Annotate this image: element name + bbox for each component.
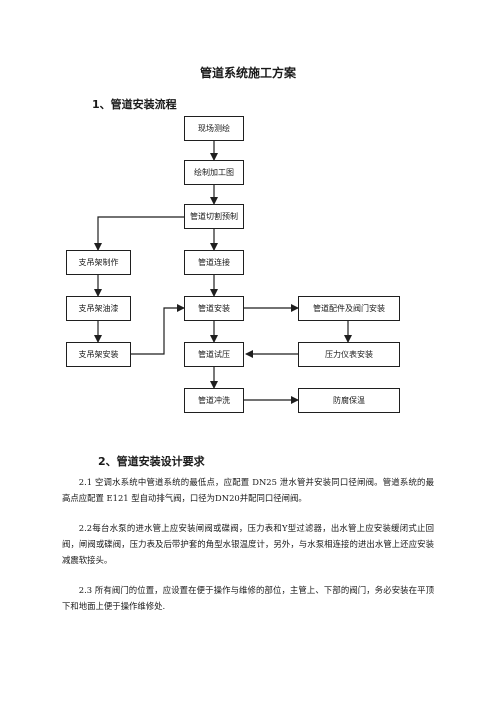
step-support-paint: 支吊架油漆 [66, 296, 131, 321]
section-heading-requirements: 2、管道安装设计要求 [98, 455, 205, 468]
step-cut: 管道切割预制 [184, 204, 244, 229]
page-title: 管道系统施工方案 [199, 66, 296, 80]
step-connect: 管道连接 [184, 250, 244, 275]
step-drawing: 绘制加工图 [184, 160, 244, 185]
step-flush: 管道冲洗 [184, 388, 244, 413]
step-pressure-test: 管道试压 [184, 342, 244, 367]
step-gauge: 压力仪表安装 [298, 342, 400, 367]
step-insulation: 防腐保温 [298, 388, 400, 413]
flowchart-connectors [94, 141, 352, 404]
step-install: 管道安装 [184, 296, 244, 321]
arrow-support-to-pipe [131, 304, 185, 355]
paragraph-2-1: 2.1 空调水系统中管道系统的最低点，应配置 DN25 泄水管并安装同口径闸阀。… [62, 477, 434, 503]
installation-flowchart: 现场测绘 绘制加工图 管道切割预制 支吊架制作 管道连接 支吊架油漆 管道安装 … [66, 116, 400, 413]
paragraph-2-2: 2.2每台水泵的进水管上应安装闸阀或碟阀，压力表和Y型过滤器，出水管上应安装缓闭… [62, 523, 434, 565]
step-support-make: 支吊架制作 [66, 250, 131, 275]
paragraph-2-3: 2.3 所有阀门的位置，应设置在便于操作与维修的部位，主管上、下部的阀门，务必安… [62, 585, 434, 611]
section-heading-flow: 1、管道安装流程 [92, 98, 177, 111]
arrow-cut-support [94, 216, 184, 251]
step-support-install: 支吊架安装 [66, 342, 131, 367]
step-fittings: 管道配件及阀门安装 [298, 296, 400, 321]
step-survey: 现场测绘 [184, 116, 244, 141]
